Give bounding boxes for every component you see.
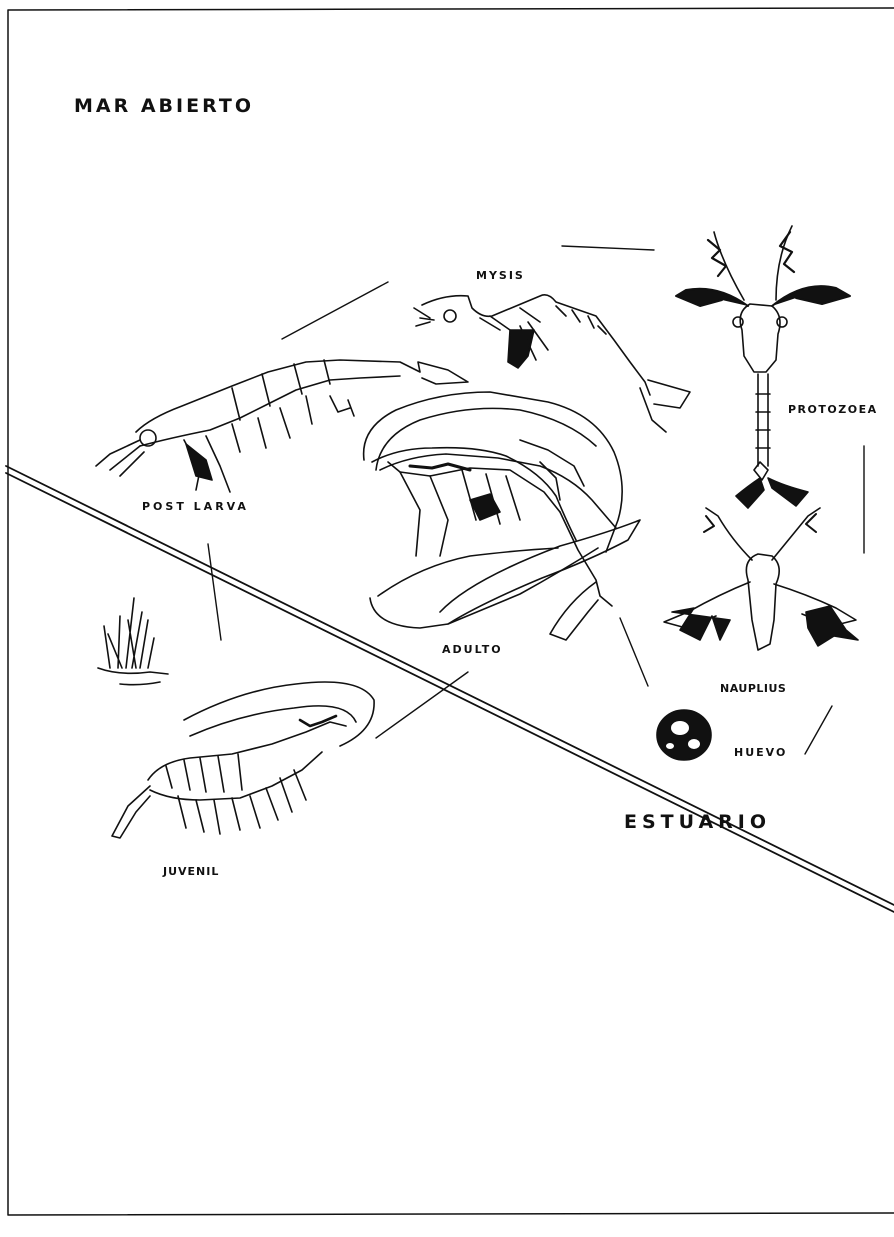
zone-label-estuary: ESTUARIO: [624, 811, 771, 833]
arrow-juvenile-to-adult: [376, 672, 468, 738]
arrow-mysis-to-postlarva: [282, 282, 388, 339]
arrow-egg-to-nauplius: [805, 706, 832, 754]
egg-illustration: [657, 710, 711, 760]
stage-label-egg: HUEVO: [734, 746, 787, 759]
arrow-protozoea-to-mysis: [562, 246, 654, 250]
sea-grass-illustration: [98, 598, 168, 685]
juvenile-illustration: [112, 682, 374, 838]
cycle-arrows: [208, 246, 864, 754]
protozoea-illustration: [676, 226, 850, 508]
stage-label-mysis: MYSIS: [476, 269, 525, 282]
arrow-adult-to-egg: [620, 618, 648, 686]
zone-label-open-sea: MAR ABIERTO: [74, 95, 254, 117]
arrow-postlarva-to-juvenile: [208, 544, 221, 640]
stage-label-adult: ADULTO: [442, 643, 503, 656]
stage-label-post-larva: POST LARVA: [142, 500, 249, 513]
nauplius-illustration: [664, 508, 858, 650]
stage-label-protozoea: PROTOZOEA: [788, 403, 878, 416]
adult-illustration: [364, 392, 640, 640]
post-larva-illustration: [96, 360, 468, 492]
stage-label-nauplius: NAUPLIUS: [720, 682, 786, 695]
stage-label-juvenile: JUVENIL: [163, 865, 219, 878]
page-frame: [8, 8, 894, 1215]
